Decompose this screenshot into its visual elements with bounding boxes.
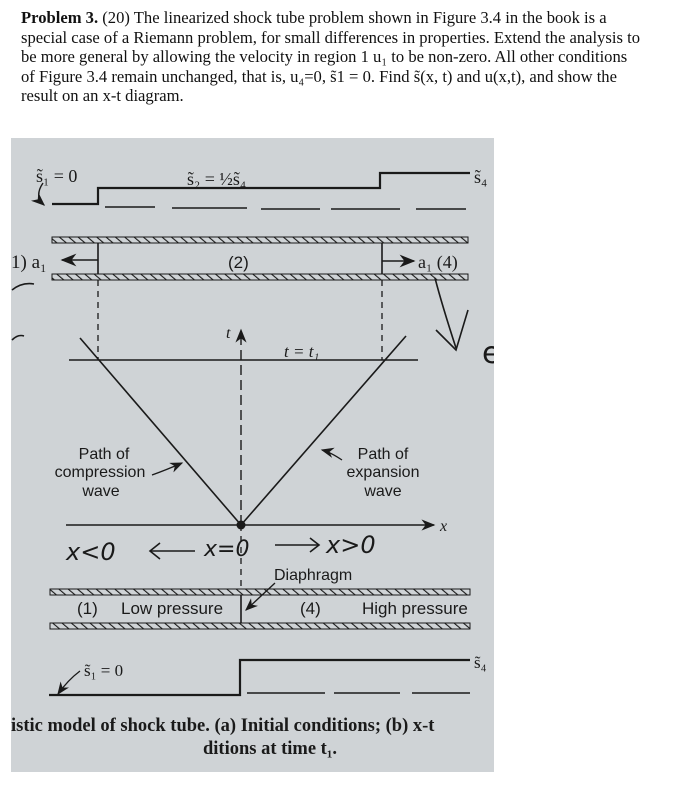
handwritten-e: e bbox=[482, 336, 494, 371]
handwritten-x-annotations bbox=[148, 537, 321, 560]
shock-tube-figure: s̃₁ = 0 s̃₂ = ½s̃₄ s̃₄ 1) a₁ (2) a₁ (4) … bbox=[11, 166, 500, 759]
t-equals-t1-label: t = t₁ bbox=[284, 342, 319, 361]
a1-left-label: 1) a₁ bbox=[11, 252, 47, 273]
handwritten-x-equals-zero: x=0 bbox=[203, 537, 249, 562]
svg-text:expansion: expansion bbox=[347, 464, 420, 481]
problem-line-2: special case of a Riemann problem, for s… bbox=[21, 27, 640, 47]
s1-top-label: s̃₁ = 0 bbox=[36, 166, 77, 186]
handwritten-marks bbox=[11, 277, 469, 352]
t-axis-label: t bbox=[226, 325, 231, 342]
problem-statement: Problem 3. (20) The linearized shock tub… bbox=[21, 8, 671, 106]
region-1-label: (1) bbox=[77, 599, 98, 618]
top-tube bbox=[51, 236, 469, 281]
svg-text:Path of: Path of bbox=[79, 446, 130, 463]
problem-line-1: Problem 3. (20) The linearized shock tub… bbox=[21, 8, 607, 27]
bottom-entropy-profile bbox=[49, 658, 470, 697]
figure-photo: s̃₁ = 0 s̃₂ = ½s̃₄ s̃₄ 1) a₁ (2) a₁ (4) … bbox=[11, 138, 500, 772]
svg-text:compression: compression bbox=[55, 464, 146, 481]
handwritten-x-less-than-zero: x<0 bbox=[65, 538, 116, 566]
x-axis-label: x bbox=[439, 518, 447, 535]
high-pressure-label: High pressure bbox=[362, 599, 468, 618]
problem-points: (20) bbox=[102, 8, 130, 27]
problem-line-3: be more general by allowing the velocity… bbox=[21, 47, 628, 67]
region-2-label: (2) bbox=[228, 253, 249, 272]
xt-diagram bbox=[66, 280, 436, 587]
a1-right-label: a₁ (4) bbox=[418, 252, 458, 273]
problem-line-5: result on an x-t diagram. bbox=[21, 86, 184, 106]
low-pressure-label: Low pressure bbox=[121, 599, 223, 618]
diaphragm-label: Diaphragm bbox=[274, 567, 352, 584]
s2-label: s̃₂ = ½s̃₄ bbox=[187, 169, 246, 189]
svg-text:Path of: Path of bbox=[358, 446, 409, 463]
caption-line-1: istic model of shock tube. (a) Initial c… bbox=[11, 716, 435, 736]
problem-label: Problem 3. bbox=[21, 8, 99, 27]
s4-top-label: s̃₄ bbox=[474, 167, 487, 187]
bottom-tube bbox=[49, 582, 471, 630]
expansion-wave-label: Path of expansion wave bbox=[347, 446, 420, 500]
region-4-label: (4) bbox=[300, 599, 321, 618]
caption-line-2: ditions at time t₁. bbox=[203, 739, 337, 759]
s1-bottom-label: s̃₁ = 0 bbox=[84, 661, 123, 680]
s4-bottom-label: s̃₄ bbox=[474, 653, 487, 672]
problem-line-4: of Figure 3.4 remain unchanged, that is,… bbox=[21, 66, 617, 86]
origin-point bbox=[236, 520, 246, 530]
handwritten-x-greater-than-zero: x>0 bbox=[325, 531, 376, 559]
svg-text:wave: wave bbox=[363, 483, 401, 500]
svg-text:wave: wave bbox=[81, 483, 119, 500]
top-entropy-profile bbox=[30, 171, 470, 210]
compression-wave-label: Path of compression wave bbox=[55, 446, 146, 500]
